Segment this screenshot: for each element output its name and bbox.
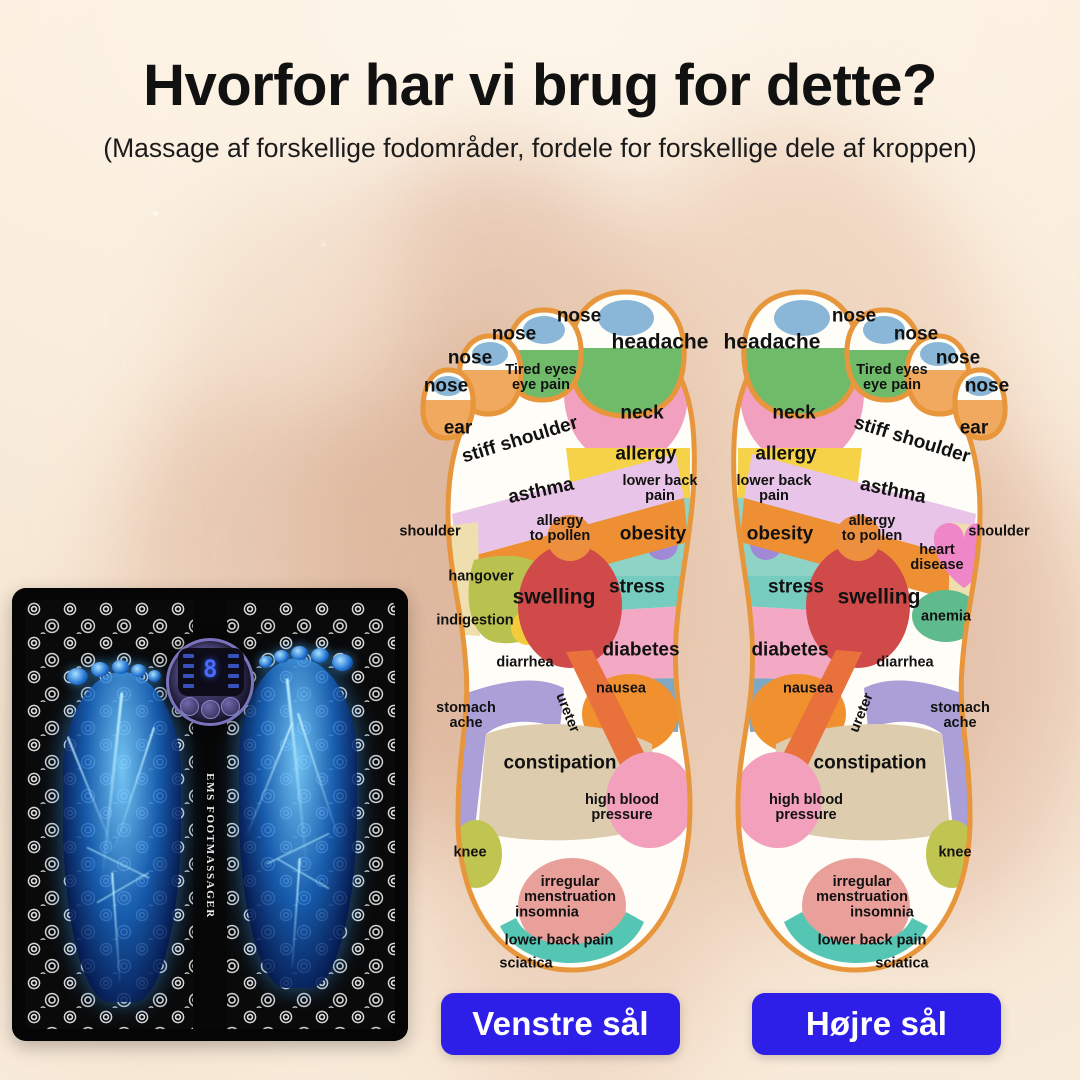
zone-label-swelling: swelling [512, 585, 596, 609]
zone-label-obesity: obesity [619, 523, 687, 545]
product-brand-label: EMS FOOTMASSAGER [204, 773, 216, 920]
zone-label-anemia: anemia [921, 608, 971, 625]
zone-label-stomach-ache: stomach ache [930, 700, 990, 731]
left-sole-button[interactable]: Venstre sål [441, 993, 680, 1055]
zone-label-allergy: allergy [755, 443, 817, 465]
zone-label-insomnia: insomnia [515, 904, 579, 921]
zone-label-constipation: constipation [813, 752, 927, 774]
zone-label-nose: nose [556, 305, 602, 327]
product-image-ems-foot-massager: EMS FOOTMASSAGER 8 [12, 588, 408, 1041]
zone-label-sciatica: sciatica [499, 955, 553, 972]
zone-label-shoulder: shoulder [399, 523, 461, 540]
zone-label-ear: ear [443, 417, 473, 439]
page-title: Hvorfor har vi brug for dette? [143, 53, 937, 118]
zone-label-diarrhea: diarrhea [876, 654, 934, 671]
zone-label-sciatica: sciatica [875, 955, 929, 972]
zone-label-nose: nose [893, 323, 939, 345]
zone-label-neck: neck [772, 402, 816, 424]
zone-label-nausea: nausea [596, 680, 646, 697]
zone-label-headache: headache [611, 330, 709, 354]
level-button[interactable] [221, 697, 240, 716]
zone-label-neck: neck [620, 402, 664, 424]
zone-label-diabetes: diabetes [751, 639, 829, 661]
zone-label-diabetes: diabetes [602, 639, 680, 661]
intensity-value: 8 [203, 655, 218, 683]
zone-label-nose: nose [831, 305, 877, 327]
page-subtitle: (Massage af forskellige fodområder, ford… [103, 132, 977, 163]
zone-label-knee: knee [453, 844, 487, 861]
zone-label-insomnia: insomnia [850, 904, 914, 921]
zone-label-headache: headache [723, 330, 821, 354]
zone-label-indigestion: indigestion [436, 612, 514, 629]
zone-label-lower-back-pain: lower back pain [622, 473, 698, 504]
zone-label-swelling: swelling [837, 585, 921, 609]
zone-label-stomach-ache: stomach ache [436, 700, 496, 731]
zone-label-nausea: nausea [783, 680, 833, 697]
zone-label-stress: stress [609, 576, 665, 598]
zone-label-irregular-menstruation: irregular menstruation [816, 874, 908, 905]
zone-label-obesity: obesity [746, 523, 814, 545]
zone-label-tired-eyes-eye-pain: Tired eyes eye pain [856, 362, 928, 393]
power-button[interactable] [200, 700, 220, 719]
zone-label-lower-back-pain: lower back pain [736, 473, 812, 504]
zone-label-high-blood-pressure: high blood pressure [768, 792, 844, 823]
zone-label-nose: nose [423, 375, 469, 397]
zone-label-lower-back-pain: lower back pain [817, 932, 927, 949]
zone-label-tired-eyes-eye-pain: Tired eyes eye pain [505, 362, 577, 393]
right-sole-button[interactable]: Højre sål [752, 993, 1001, 1055]
zone-label-allergy-to-pollen: allergy to pollen [529, 513, 591, 544]
zone-label-heart-disease: heart disease [910, 542, 964, 573]
zone-label-allergy: allergy [615, 443, 677, 465]
zone-label-allergy-to-pollen: allergy to pollen [841, 513, 903, 544]
mat-right-footprint [239, 658, 357, 988]
led-display: 8 [178, 648, 244, 696]
zone-label-nose: nose [447, 347, 493, 369]
zone-label-nose: nose [935, 347, 981, 369]
header: Hvorfor har vi brug for dette? (Massage … [0, 53, 1080, 164]
zone-label-constipation: constipation [503, 752, 617, 774]
control-panel[interactable]: 8 [166, 638, 254, 726]
mode-button[interactable] [180, 697, 199, 716]
zone-label-nose: nose [491, 323, 537, 345]
mat-left-footprint [63, 672, 181, 1002]
zone-label-irregular-menstruation: irregular menstruation [524, 874, 616, 905]
zone-label-diarrhea: diarrhea [496, 654, 554, 671]
zone-label-ear: ear [959, 417, 989, 439]
zone-label-knee: knee [938, 844, 972, 861]
zone-label-high-blood-pressure: high blood pressure [584, 792, 660, 823]
zone-label-stress: stress [768, 576, 824, 598]
zone-label-nose: nose [964, 375, 1010, 397]
zone-label-shoulder: shoulder [968, 523, 1030, 540]
zone-label-lower-back-pain: lower back pain [504, 932, 614, 949]
zone-label-hangover: hangover [448, 568, 514, 585]
